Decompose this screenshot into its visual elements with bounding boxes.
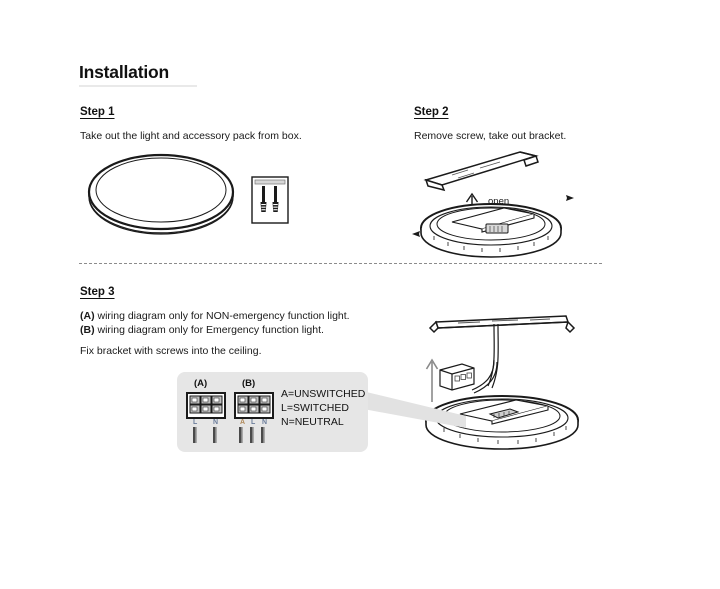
install-arrow	[425, 358, 439, 402]
accessory-pack-illustration	[251, 176, 289, 224]
connector-b-illustration: A L N	[234, 392, 274, 426]
step-3-heading: Step 3	[80, 286, 115, 298]
step-3-line-b: (B) wiring diagram only for Emergency fu…	[80, 324, 324, 336]
step-1-heading: Step 1	[80, 106, 115, 118]
mounting-bracket-bar	[423, 151, 539, 192]
step-3-line-a-tag: (A)	[80, 310, 95, 322]
step-3-description: Fix bracket with screws into the ceiling…	[80, 345, 262, 357]
step-3-line-a-text: wiring diagram only for NON-emergency fu…	[94, 310, 350, 322]
title-underline-rule	[79, 85, 197, 87]
legend-unswitched: A=UNSWITCHED	[281, 388, 366, 400]
step-3-illustration	[414, 302, 599, 450]
page-title: Installation	[79, 62, 169, 82]
terminal-label-A: A	[240, 419, 245, 426]
mounting-bracket-with-wires	[428, 315, 576, 334]
step-1-description: Take out the light and accessory pack fr…	[80, 130, 302, 142]
connector-a-illustration: L N	[186, 392, 226, 426]
legend-switched: L=SWITCHED	[281, 402, 349, 414]
legend-neutral: N=NEUTRAL	[281, 416, 344, 428]
round-ceiling-light-illustration	[86, 152, 236, 244]
step-2-illustration: open	[408, 142, 583, 258]
step-3-line-b-tag: (B)	[80, 324, 95, 336]
connector-b-label: (B)	[242, 378, 256, 389]
step-2-heading: Step 2	[414, 106, 449, 118]
step-3-line-a: (A) wiring diagram only for NON-emergenc…	[80, 310, 350, 322]
terminal-block	[439, 363, 475, 391]
step-2-description: Remove screw, take out bracket.	[414, 130, 567, 142]
connector-a-label: (A)	[194, 378, 208, 389]
terminal-label-L: L	[251, 419, 256, 426]
section-divider	[79, 263, 602, 264]
connector-a-wires	[186, 427, 226, 447]
terminal-label-N: N	[213, 419, 218, 426]
open-label: open	[488, 196, 509, 207]
connector-b-wires	[234, 427, 274, 447]
step-3-line-b-text: wiring diagram only for Emergency functi…	[94, 324, 324, 336]
terminal-label-L: L	[193, 419, 198, 426]
terminal-label-N: N	[262, 419, 267, 426]
